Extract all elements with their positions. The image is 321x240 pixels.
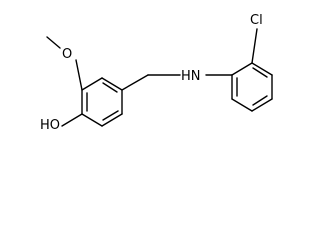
bond-ring2-4 <box>251 98 273 112</box>
bond-ring-o-hydroxy <box>61 113 83 127</box>
bond-ring1-1 <box>101 77 123 91</box>
bond-ring1-4 <box>81 113 103 127</box>
bond-ring1-inner-b <box>102 110 119 121</box>
bond-ring1-6 <box>81 77 103 91</box>
bond-ring-ch2 <box>121 74 149 91</box>
bond-o-methyl <box>46 36 61 49</box>
bond-ring2-1 <box>231 62 253 76</box>
structure-diagram: HO O HN Cl <box>40 13 273 133</box>
bond-ring2-2 <box>251 62 273 76</box>
bonds <box>46 28 273 127</box>
bond-ring2-5 <box>231 98 253 112</box>
bond-ring2-inner-b <box>252 95 268 106</box>
amine-label: HN <box>181 69 201 84</box>
bond-ring-o-methoxy <box>75 59 83 91</box>
hydroxyl-label: HO <box>40 118 60 133</box>
atom-labels: HO O HN Cl <box>40 13 263 133</box>
bond-ring2-inner-a <box>252 67 268 78</box>
bond-ring1-inner-a <box>102 82 118 93</box>
bond-ring1-3 <box>101 113 123 127</box>
chlorine-label: Cl <box>250 13 263 28</box>
bond-ring-cl <box>251 28 258 64</box>
methoxy-oxygen-label: O <box>62 47 72 62</box>
